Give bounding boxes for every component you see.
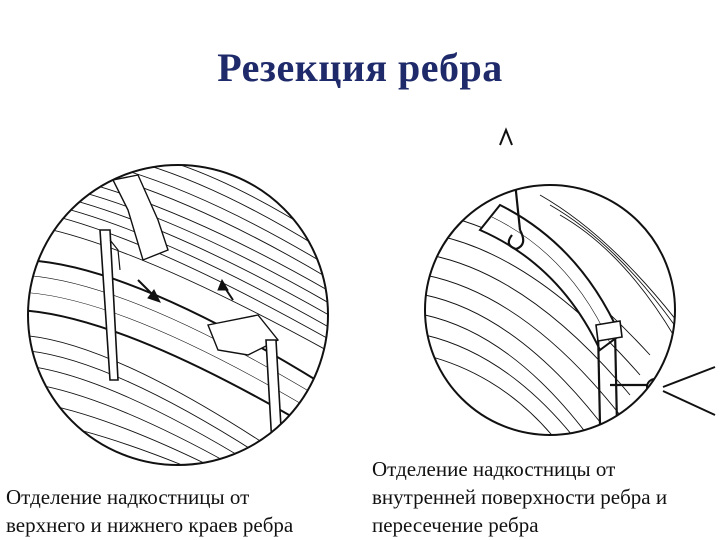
rib-edge-periosteum-illustration: [27, 164, 329, 466]
caption-right-line-2: внутренней поверхности ребра и: [372, 485, 668, 509]
muscle-fibers: [425, 194, 675, 435]
rib-inner-surface-illustration: [424, 127, 716, 436]
rib-shears-blade-1: [596, 329, 602, 426]
raspatory-shaft-left: [99, 229, 119, 381]
caption-right-line-1: Отделение надкостницы от: [372, 457, 616, 481]
caption-right-line-3: пересечение ребра: [372, 513, 539, 537]
elevator-hook: [506, 185, 525, 251]
rib-shears-blade-2: [613, 329, 619, 426]
rib-body: [478, 203, 622, 352]
slide-title: Резекция ребра: [217, 45, 503, 90]
caption-left-line-1: Отделение надкостницы от: [6, 485, 250, 509]
caption-left: Отделение надкостницы от верхнего и нижн…: [6, 483, 293, 539]
caption-right: Отделение надкостницы от внутренней пове…: [372, 455, 667, 539]
caption-left-line-2: верхнего и нижнего краев ребра: [6, 513, 294, 537]
muscle-fibers-upper: [28, 165, 328, 363]
